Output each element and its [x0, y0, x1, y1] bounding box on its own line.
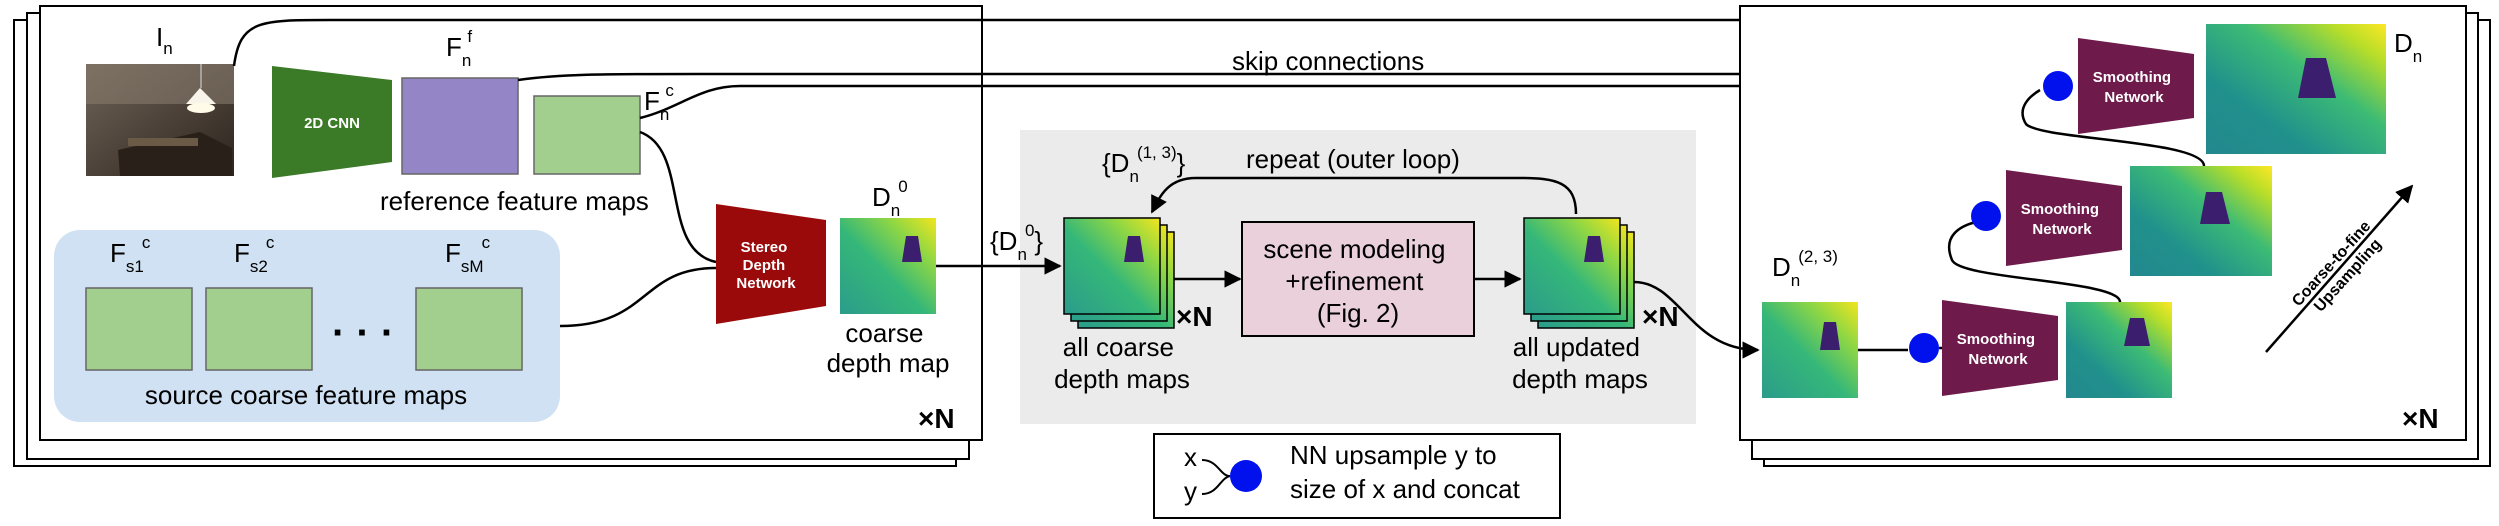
depth-map-stage-2	[2130, 166, 2272, 276]
source-caption: source coarse feature maps	[145, 380, 467, 410]
source-feature-map-m	[415, 287, 523, 371]
input-image	[86, 64, 234, 176]
legend-y: y	[1184, 476, 1197, 506]
outer-loop-set-label: {Dn(1, 3)}	[1102, 143, 1186, 186]
smoothing-label-3: Smoothing Network	[1957, 331, 2040, 368]
feature-map-c	[533, 95, 641, 175]
connector-stage3-to-dot2	[1948, 220, 2122, 303]
coarse-depth-label: Dn0	[872, 177, 908, 220]
smoothing-network-2	[2006, 170, 2122, 266]
right-input-depth-map	[1762, 302, 1858, 398]
connector-fc-to-stereo	[639, 130, 717, 264]
legend-merge-lines	[1201, 459, 1231, 495]
source-label-1: Fs1c	[110, 233, 151, 276]
right-input-label: Dn(2, 3)	[1772, 247, 1838, 290]
depth-map-stage-3	[2066, 302, 2172, 398]
upsample-dot-3	[1909, 333, 1939, 363]
upsample-dot-1	[2043, 71, 2073, 101]
smoothing-label-2: Smoothing Network	[2021, 201, 2104, 238]
scene-modeling-text: scene modeling +refinement (Fig. 2)	[1263, 234, 1452, 328]
all-coarse-caption: all coarse depth maps	[1054, 332, 1190, 394]
all-coarse-depth-maps	[1063, 217, 1175, 329]
upsample-dot-2	[1971, 201, 2001, 231]
skip-connections-label: skip connections	[1232, 46, 1424, 76]
source-feature-map-1	[85, 287, 193, 371]
feature-map-f-label: Fnf	[446, 27, 472, 70]
source-label-m: FsMc	[445, 233, 491, 276]
output-depth-label: Dn	[2394, 28, 2422, 66]
arrow-outer-loop	[1150, 176, 1578, 215]
left-times-n: ×N	[918, 403, 955, 434]
output-depth-map	[2206, 24, 2386, 154]
legend: x y NN upsample y to size of x and conca…	[1153, 433, 1561, 519]
reference-caption: reference feature maps	[380, 186, 649, 216]
input-image-label: In	[156, 22, 173, 58]
cnn-block	[272, 66, 392, 178]
legend-dot	[1230, 460, 1262, 492]
all-updated-caption: all updated depth maps	[1512, 332, 1648, 394]
middle-times-n-left: ×N	[1176, 301, 1213, 332]
coarse-caption: coarse depth map	[827, 318, 950, 378]
feature-map-c-label: Fnc	[644, 81, 674, 124]
source-ellipsis: · · ·	[332, 311, 394, 355]
coarse-set-label: {Dn0}	[990, 221, 1043, 264]
smoothing-network-3	[1942, 300, 2058, 396]
repeat-label: repeat (outer loop)	[1246, 144, 1460, 174]
connector-stage2-to-dot1	[2021, 88, 2206, 167]
right-times-n: ×N	[2402, 403, 2439, 434]
stereo-label: Stereo Depth Network	[736, 239, 796, 292]
middle-panel: {Dn0} ×N all coarse depth maps {Dn(1, 3)…	[936, 130, 1696, 424]
smoothing-label-1: Smoothing Network	[2093, 69, 2176, 106]
source-feature-map-2	[205, 287, 313, 371]
connector-source-to-stereo	[559, 266, 717, 328]
legend-x: x	[1184, 442, 1197, 472]
cnn-label: 2D CNN	[304, 115, 360, 132]
legend-text: NN upsample y to size of x and concat	[1290, 440, 1521, 504]
middle-times-n-right: ×N	[1642, 301, 1679, 332]
left-panel: In 2D CNN Fnf Fnc reference feature maps…	[13, 5, 983, 467]
legend-box	[1153, 433, 1561, 519]
smoothing-network-1	[2078, 38, 2194, 134]
all-updated-depth-maps	[1523, 217, 1635, 329]
right-panel: Dn(2, 3) Smoothing Network Smoothing Net…	[1633, 5, 2491, 467]
feature-map-f	[401, 77, 519, 175]
arrow-updated-to-right	[1633, 280, 1760, 359]
coarse-depth-map	[840, 218, 936, 314]
coarse-to-fine-arrow	[2265, 184, 2414, 353]
source-label-2: Fs2c	[234, 233, 275, 276]
stereo-depth-network	[716, 204, 826, 324]
